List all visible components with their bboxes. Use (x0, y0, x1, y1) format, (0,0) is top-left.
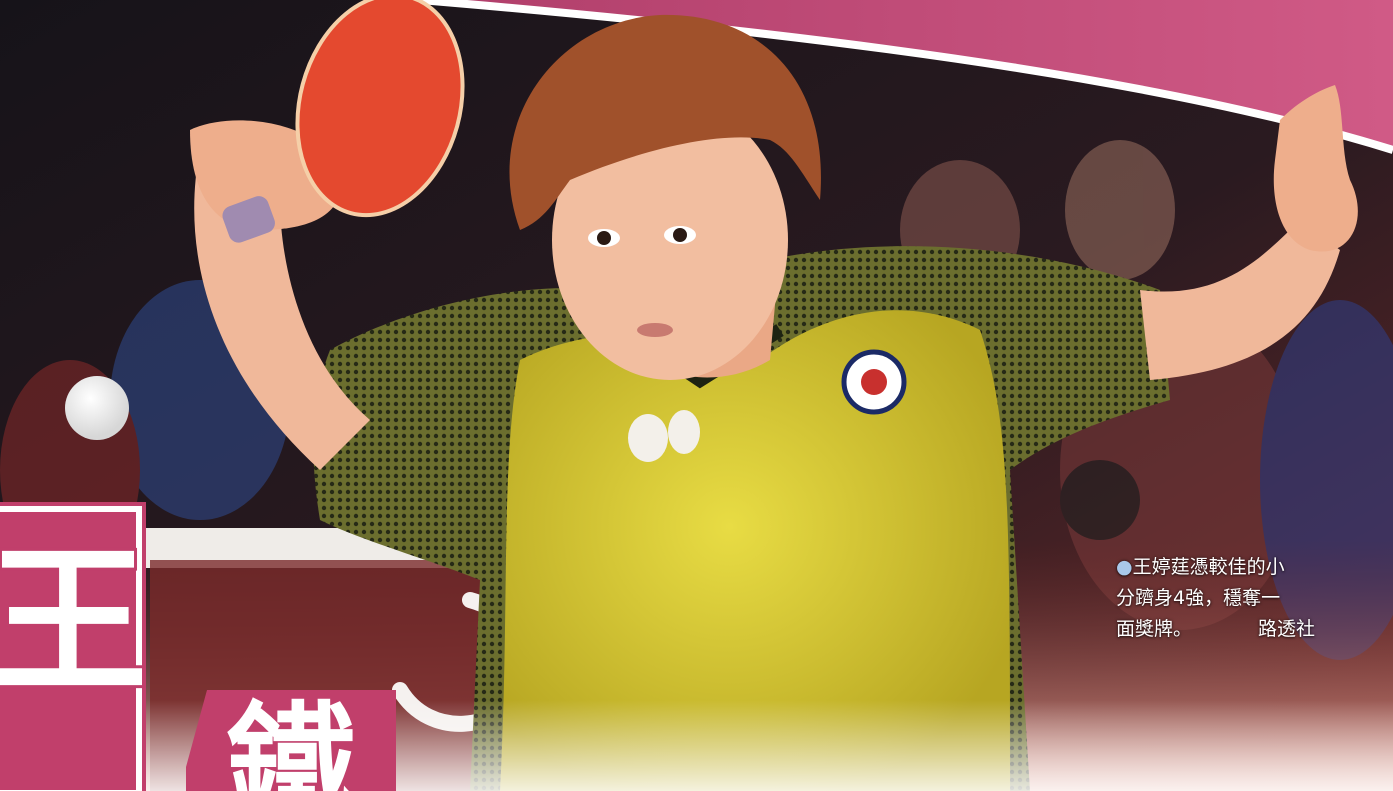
brand-logo-icon (628, 414, 668, 462)
caption-line-2: 分躋身4強，穩奪一 (1116, 587, 1281, 609)
caption-line-1: ●王婷莛憑較佳的小 (1116, 552, 1352, 583)
photo-credit: 路透社 (1258, 618, 1316, 640)
ping-pong-ball-icon (65, 376, 129, 440)
player-right-hand (1273, 85, 1358, 252)
photo-caption: ●王婷莛憑較佳的小 分躋身4強，穩奪一 面獎牌。 路透社 (1116, 552, 1352, 645)
top-banner (420, 0, 1393, 150)
caption-line-3: 面獎牌。 路透社 (1116, 614, 1352, 645)
paddle-handle (222, 196, 275, 243)
headline-char-1: 王 (0, 502, 151, 791)
bullet-icon: ● (1116, 556, 1133, 578)
player-right-arm (1140, 220, 1340, 380)
headline-char-2: 鐵 (186, 690, 396, 791)
caption-text-1: 王婷莛憑較佳的小 (1132, 556, 1285, 578)
player-hair (509, 14, 821, 230)
player-shirt (500, 310, 1010, 791)
caption-text-3: 面獎牌。 (1116, 618, 1193, 640)
paddle-icon (295, 0, 465, 218)
